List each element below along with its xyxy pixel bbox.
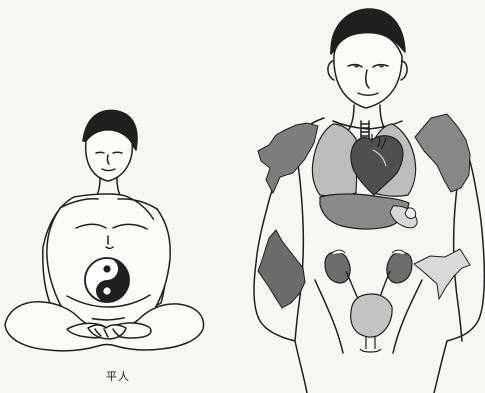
standing-figure-inner-arm-left xyxy=(295,151,303,341)
seated-figure-caption: 平人 xyxy=(93,371,143,383)
seated-figure-head xyxy=(86,130,133,181)
yin-yang-dark-dot xyxy=(103,265,110,272)
left-lung xyxy=(312,124,356,196)
left-kidney xyxy=(325,253,350,283)
right-kidney xyxy=(387,253,412,283)
standing-figure-head xyxy=(334,33,402,108)
seated-figure xyxy=(5,110,204,350)
bladder xyxy=(351,294,392,337)
right-flank-meridian-shape xyxy=(414,249,470,299)
left-flank-meridian-shape xyxy=(258,230,305,308)
yin-yang-light-dot xyxy=(103,287,110,294)
yin-yang-symbol xyxy=(85,258,129,302)
right-shoulder-meridian-shape xyxy=(415,114,470,192)
left-shoulder-meridian-shape xyxy=(258,123,318,193)
bladder-outlet xyxy=(360,336,381,352)
gallbladder xyxy=(405,208,416,219)
standing-figure-overlay xyxy=(258,114,470,352)
